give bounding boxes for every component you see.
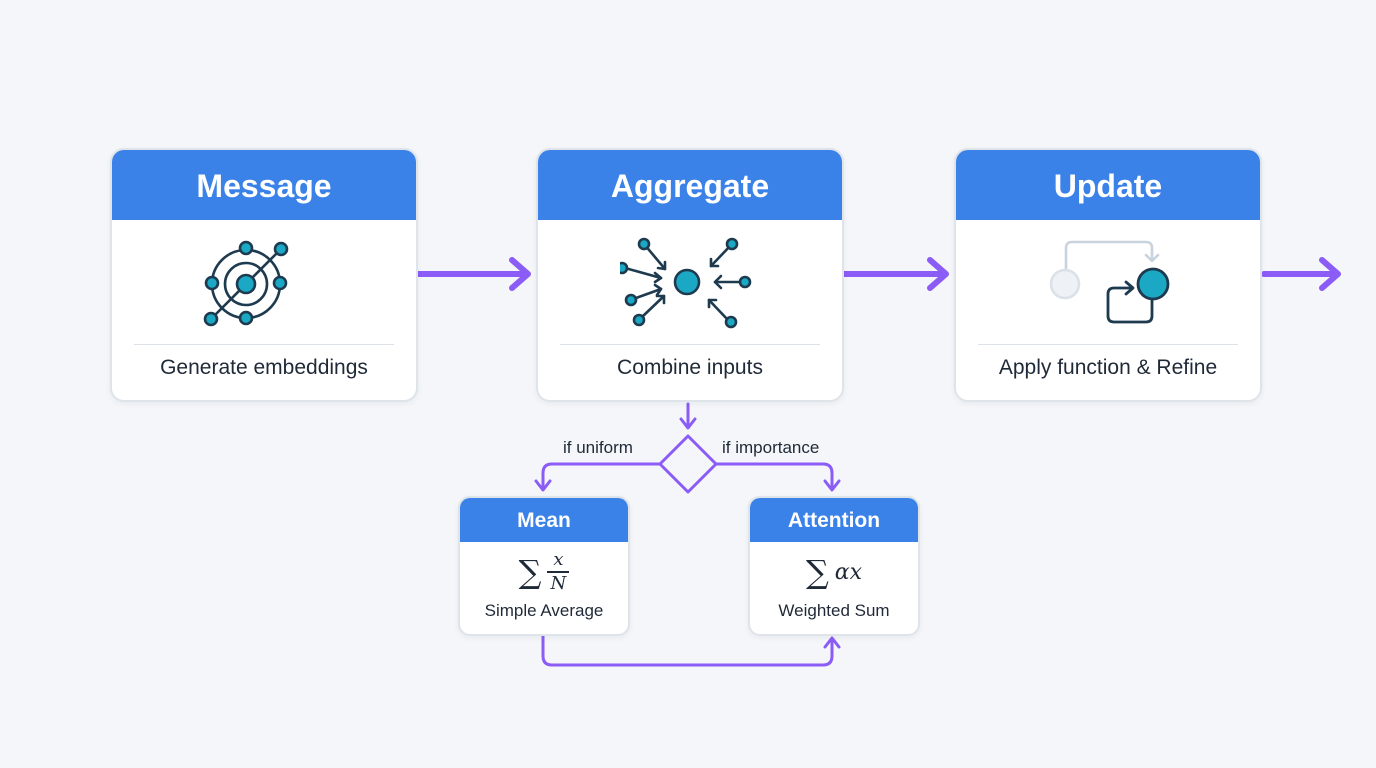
update-description: Apply function & Refine xyxy=(998,356,1218,379)
main-flow-arrow-1 xyxy=(415,257,531,291)
mean-sigma: ∑ xyxy=(518,553,542,591)
update-divider xyxy=(978,344,1238,345)
mean-title: Mean xyxy=(460,498,628,542)
main-flow-arrow-3 xyxy=(1261,257,1341,291)
mean-description: Simple Average xyxy=(484,601,604,620)
aggregate-card: Aggregate xyxy=(536,148,844,402)
refresh-cycle-icon xyxy=(1049,240,1170,324)
message-divider xyxy=(134,344,394,345)
update-card: Update Apply function & Refine xyxy=(954,148,1262,402)
mean-denominator: N xyxy=(550,572,567,594)
attention-expression: αx xyxy=(834,559,863,585)
decision-connector xyxy=(534,402,841,667)
converging-arrows-icon xyxy=(620,237,752,329)
attention-card: Attention ∑ αx Weighted Sum xyxy=(748,496,920,636)
fraction-bar xyxy=(547,571,570,573)
aggregate-divider xyxy=(560,344,820,345)
attention-title: Attention xyxy=(750,498,918,542)
message-description: Generate embeddings xyxy=(160,356,368,379)
aggregate-title: Aggregate xyxy=(538,150,842,220)
message-card: Message Generate embeddings xyxy=(110,148,418,402)
message-title: Message xyxy=(112,150,416,220)
attention-description: Weighted Sum xyxy=(778,601,890,620)
update-title: Update xyxy=(956,150,1260,220)
aggregate-description: Combine inputs xyxy=(617,356,763,379)
mean-formula: ∑ x N xyxy=(460,548,628,596)
decision-diamond xyxy=(658,434,718,494)
uniform-condition-label: if uniform xyxy=(563,438,633,457)
importance-condition-label: if importance xyxy=(722,438,820,457)
main-flow-arrow-2 xyxy=(841,257,949,291)
network-node-icon xyxy=(203,240,289,327)
mean-fraction: x N xyxy=(547,549,570,594)
mean-numerator: x xyxy=(553,549,564,571)
attention-formula: ∑ αx xyxy=(750,548,918,596)
attention-sigma: ∑ xyxy=(805,553,829,591)
mean-card: Mean ∑ x N Simple Average xyxy=(458,496,630,636)
